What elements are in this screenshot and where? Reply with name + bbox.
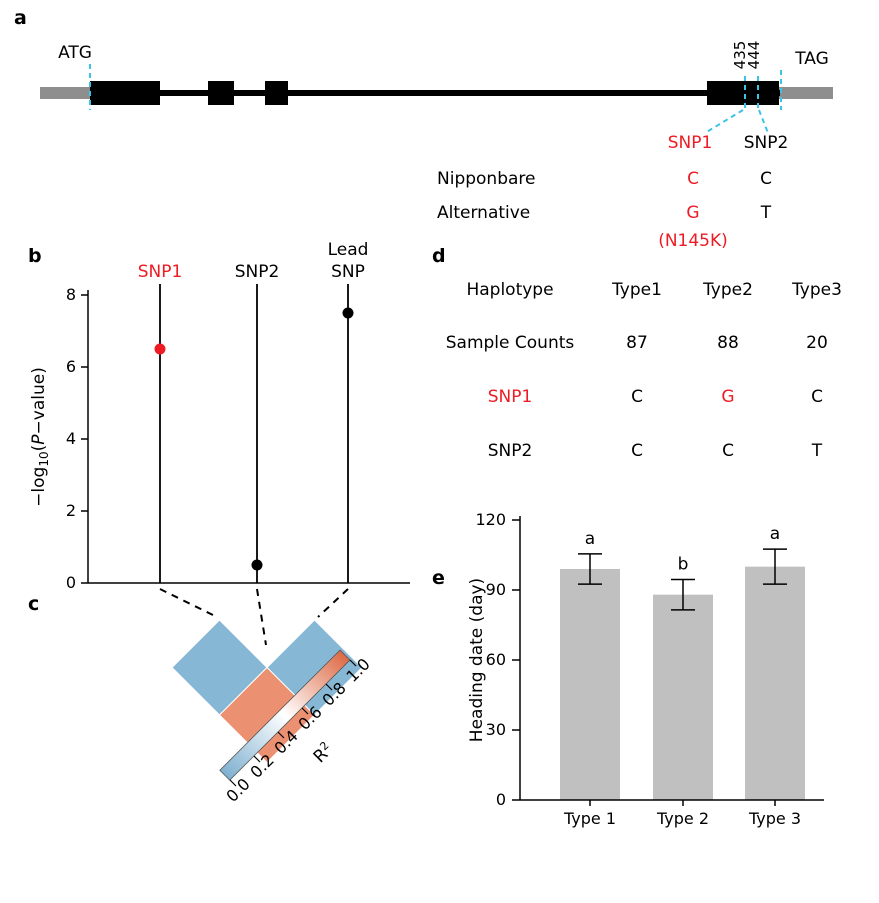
nipponbare-row-label: Nipponbare xyxy=(437,169,535,189)
error-bar-type3 xyxy=(763,548,787,585)
e-xtick-label-type2: Type 2 xyxy=(656,809,709,828)
panel-b-label: b xyxy=(28,245,42,267)
position-435-label: 435 xyxy=(731,41,749,70)
ld-scale-bar xyxy=(219,649,351,781)
table-cell-snp2-type3: T xyxy=(811,441,823,461)
connector-snp1 xyxy=(159,588,218,618)
table-cell-count-type2: 88 xyxy=(717,333,739,353)
table-cell-count-type3: 20 xyxy=(806,333,828,353)
bar-type3 xyxy=(745,566,805,800)
b-y-axis-title: −log10(P−value) xyxy=(29,367,51,507)
b-ytick-label: 2 xyxy=(66,501,76,520)
panel-c-label: c xyxy=(28,593,39,615)
b-ytick-label: 4 xyxy=(66,429,76,448)
utr-right xyxy=(779,87,833,99)
significance-letter-type3: a xyxy=(770,524,780,544)
table-cell-snp1-type2: G xyxy=(721,387,734,407)
snp1-pointer-line xyxy=(704,109,744,134)
e-ytick-label: 60 xyxy=(486,650,506,669)
b-lead-snp-label-line2: SNP xyxy=(331,262,365,282)
allele-table: Nipponbare C C Alternative G T (N145K) xyxy=(437,169,772,251)
lead-snp-data-point xyxy=(342,307,354,319)
gene-structure xyxy=(40,81,833,105)
e-xtick-label-type1: Type 1 xyxy=(563,809,616,828)
ld-scale-title: R2 xyxy=(309,739,337,767)
bar-type2 xyxy=(653,594,713,800)
b-snp2-label: SNP2 xyxy=(235,262,280,282)
utr-left xyxy=(40,87,92,99)
amino-acid-change-label: (N145K) xyxy=(658,231,728,251)
alternative-snp2-allele: T xyxy=(760,203,772,223)
ld-scale-ticks xyxy=(229,659,357,787)
intron-line xyxy=(90,90,780,96)
table-header-type3: Type3 xyxy=(791,280,842,300)
connector-lead-snp xyxy=(317,588,349,618)
exon-2 xyxy=(208,81,234,105)
e-ytick-label: 90 xyxy=(486,580,506,599)
b-ytick-label: 6 xyxy=(66,357,76,376)
b-ytick-label: 0 xyxy=(66,573,76,592)
stop-codon-label: TAG xyxy=(794,49,829,69)
significance-letter-type1: a xyxy=(585,529,595,549)
position-444-label: 444 xyxy=(745,41,763,70)
table-row-snp1-label: SNP1 xyxy=(488,387,533,407)
table-header-haplotype: Haplotype xyxy=(466,280,553,300)
table-row-snp2-label: SNP2 xyxy=(488,441,533,461)
e-ytick-label: 30 xyxy=(486,720,506,739)
bar-type1 xyxy=(560,569,620,800)
b-lead-snp-label-line1: Lead xyxy=(328,240,369,260)
panel-a-label: a xyxy=(14,7,27,29)
snp1-label: SNP1 xyxy=(668,133,713,153)
table-cell-snp1-type3: C xyxy=(811,387,823,407)
nipponbare-snp2-allele: C xyxy=(760,169,772,189)
table-header-type1: Type1 xyxy=(611,280,662,300)
haplotype-table: Haplotype Type1 Type2 Type3 Sample Count… xyxy=(446,280,842,461)
heading-date-bar-chart: a b a 0 30 60 90 120 Type 1 Type 2 Type … xyxy=(467,510,824,828)
connector-snp2 xyxy=(256,588,267,646)
panel-d-label: d xyxy=(432,245,446,267)
alternative-row-label: Alternative xyxy=(437,203,530,223)
ld-heatmap: 1.0 0.8 0.6 0.4 0.2 0.0 R2 xyxy=(159,588,374,806)
exon-1 xyxy=(90,81,160,105)
b-snp1-label: SNP1 xyxy=(138,262,183,282)
table-row-sample-counts-label: Sample Counts xyxy=(446,333,575,353)
ld-color-scale xyxy=(219,649,351,781)
table-header-type2: Type2 xyxy=(702,280,753,300)
snp1-data-point xyxy=(154,343,166,355)
alternative-snp1-allele: G xyxy=(686,203,699,223)
snp2-data-point xyxy=(251,559,263,571)
b-ytick-label: 8 xyxy=(66,285,76,304)
e-xtick-label-type3: Type 3 xyxy=(748,809,801,828)
e-y-axis-title: Heading date (day) xyxy=(467,578,487,742)
table-cell-snp2-type1: C xyxy=(631,441,643,461)
ld-scale-tick-label: 0.0 xyxy=(222,774,253,805)
e-ytick-label: 120 xyxy=(475,510,506,529)
gene-position-markers xyxy=(89,64,782,134)
nipponbare-snp1-allele: C xyxy=(687,169,699,189)
exon-3 xyxy=(265,81,288,105)
snp2-label: SNP2 xyxy=(744,133,789,153)
significance-letter-type2: b xyxy=(678,555,689,575)
start-codon-label: ATG xyxy=(58,43,92,63)
e-ytick-label: 0 xyxy=(496,790,506,809)
snp2-pointer-line xyxy=(758,109,769,134)
table-cell-count-type1: 87 xyxy=(626,333,648,353)
error-bar-type2 xyxy=(671,578,695,611)
exon-4 xyxy=(707,81,779,105)
association-plot: 8 6 4 2 0 −log10(P−value) SNP1 SNP2 Lead… xyxy=(29,240,410,592)
table-cell-snp2-type2: C xyxy=(722,441,734,461)
table-cell-snp1-type1: C xyxy=(631,387,643,407)
error-bar-type1 xyxy=(578,553,602,585)
panel-e-label: e xyxy=(432,567,445,589)
